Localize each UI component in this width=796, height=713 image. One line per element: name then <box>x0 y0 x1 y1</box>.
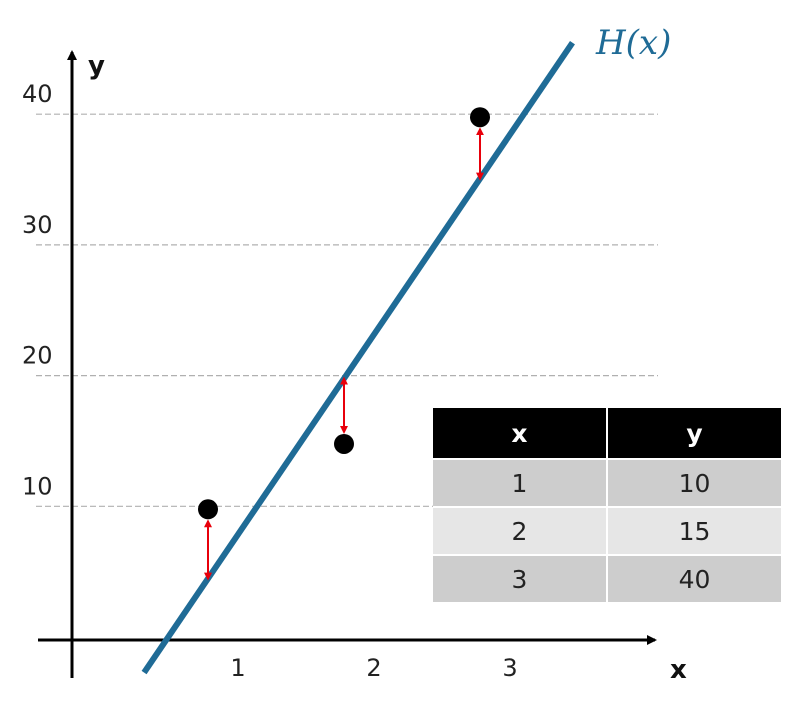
table-row: 2 15 <box>433 506 783 555</box>
table-row: 1 10 <box>433 458 783 507</box>
line-label: H(x) <box>595 23 671 63</box>
y-tick-label: 40 <box>22 80 53 108</box>
y-tick-label: 20 <box>22 342 53 370</box>
table-row: 3 40 <box>433 554 783 602</box>
x-axis-label: x <box>670 655 687 685</box>
table-header-x: x <box>433 408 608 459</box>
data-points <box>198 107 490 520</box>
regression-line-group: H(x) <box>141 23 671 675</box>
data-point <box>334 433 354 454</box>
table-cell-y: 10 <box>607 458 783 507</box>
table-header-row: x y <box>433 408 783 459</box>
data-point <box>470 107 490 128</box>
y-tick-label: 30 <box>22 211 53 239</box>
x-tick-label: 3 <box>502 654 517 682</box>
x-tick-label: 1 <box>230 654 245 682</box>
residuals <box>204 127 484 581</box>
y-axis-label: y <box>88 51 105 81</box>
tick-labels: 10 20 30 40 1 2 3 <box>22 80 518 682</box>
data-point <box>198 499 218 520</box>
y-tick-label: 10 <box>22 472 53 500</box>
table-cell-x: 2 <box>433 506 608 555</box>
table-header-y: y <box>607 408 783 459</box>
table-cell-y: 40 <box>607 554 783 602</box>
data-table: x y 1 10 2 15 3 40 <box>433 408 783 602</box>
table-cell-x: 3 <box>433 554 608 602</box>
table-cell-y: 15 <box>607 506 783 555</box>
x-tick-label: 2 <box>366 654 381 682</box>
regression-line <box>141 40 575 675</box>
table-cell-x: 1 <box>433 458 608 507</box>
